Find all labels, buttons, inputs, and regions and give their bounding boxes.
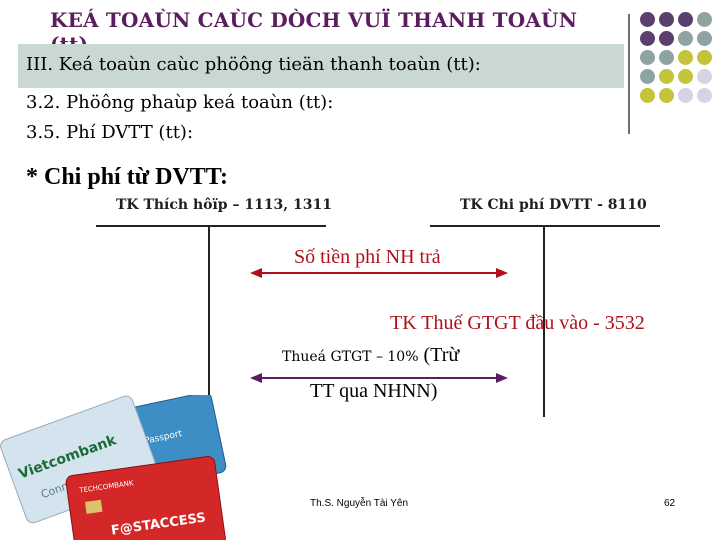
fee-arrow bbox=[250, 268, 508, 278]
vat-account-label: TK Thuế GTGT đầu vào - 3532 bbox=[390, 312, 645, 335]
page-number: 62 bbox=[664, 498, 675, 509]
vat-description: Thueá GTGT – 10% (Trừ bbox=[282, 344, 459, 367]
vat-rate-label: Thueá GTGT – 10% bbox=[282, 349, 419, 365]
fee-label: Số tiền phí NH trả bbox=[294, 246, 441, 269]
bank-cards-image: SaconPassport Vietcombank Connect TECHCO… bbox=[0, 395, 230, 540]
vat-description-line2: TT qua NHNN) bbox=[310, 380, 437, 403]
footer-author: Th.S. Nguyễn Tài Yên bbox=[310, 498, 408, 509]
vat-deduct-label: (Trừ bbox=[419, 344, 460, 366]
